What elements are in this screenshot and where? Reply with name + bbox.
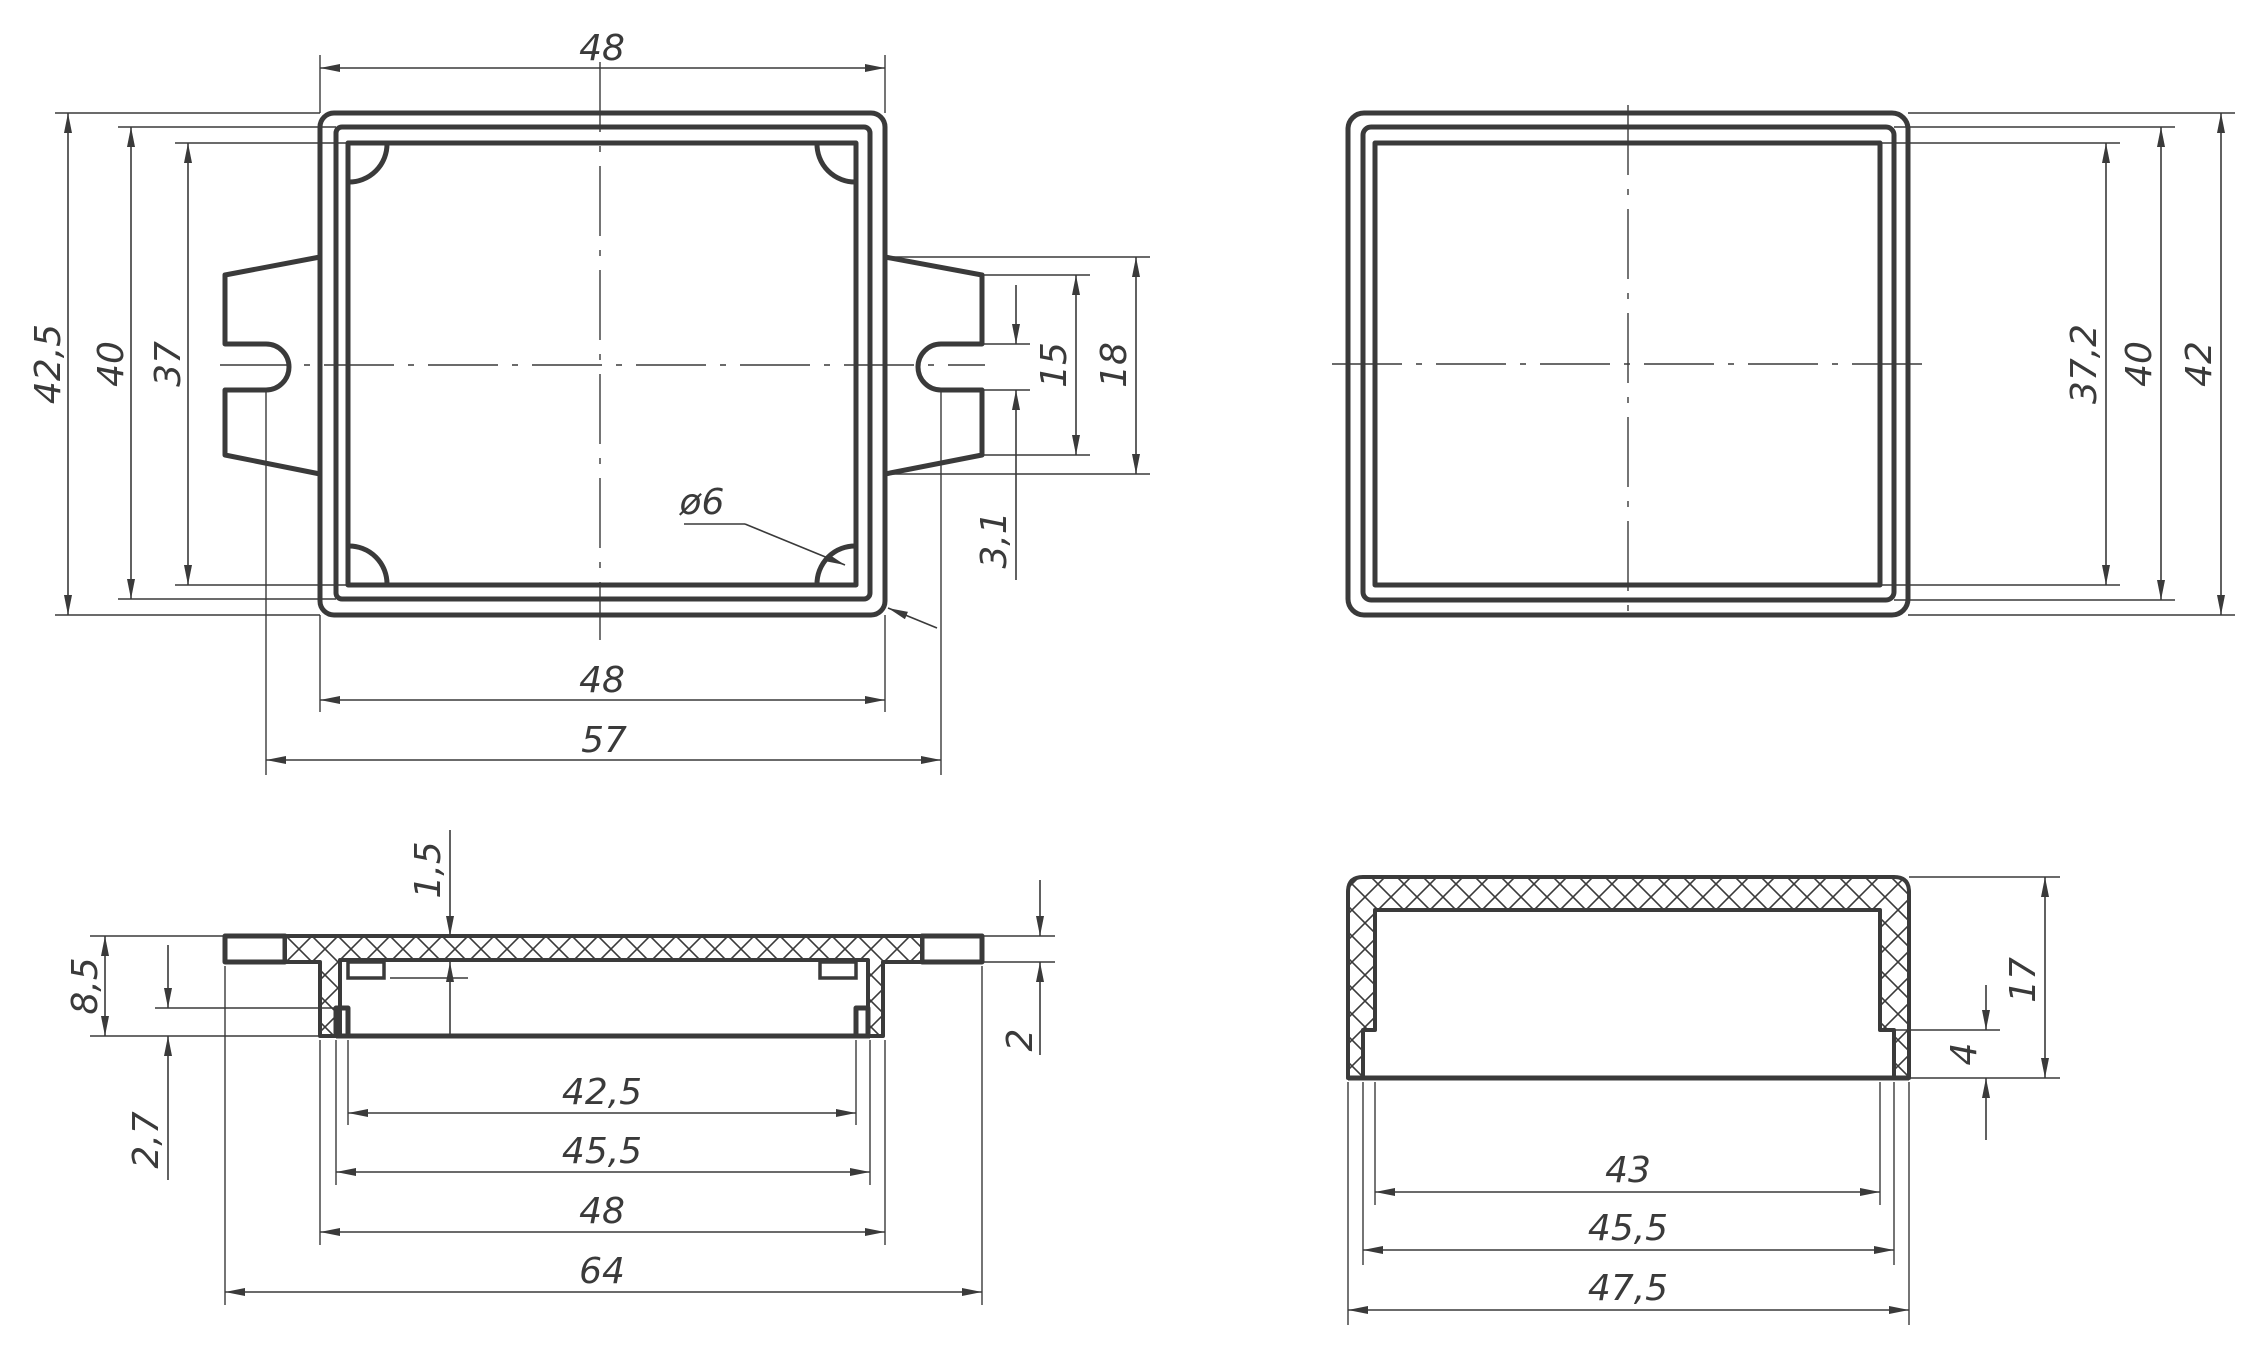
dim-lid-mid: 40 <box>2119 341 2160 387</box>
base-top-view: 48 48 57 42,5 40 37 15 18 <box>28 28 1150 775</box>
base-section-ledge-right <box>818 960 858 980</box>
corner-boss-tr <box>814 142 857 185</box>
dim-corner-hole: ø6 <box>679 482 725 523</box>
lid-section-hatch <box>1346 875 1911 1080</box>
leader-corner-hole-far <box>887 607 938 629</box>
dim-outer-width: 48 <box>579 1191 625 1232</box>
dim-mid-width: 45,5 <box>562 1131 642 1172</box>
dim-lid-inner-width: 43 <box>1605 1150 1651 1191</box>
dim-ear-slot: 15 <box>1034 342 1075 388</box>
dim-lid-inner: 37,2 <box>2064 324 2105 404</box>
dim-lid-lip: 4 <box>1944 1043 1985 1066</box>
dim-lid-height: 17 <box>2003 957 2044 1003</box>
base-section-ledge-left <box>346 960 386 980</box>
flange-left-end <box>222 933 288 965</box>
dim-base-flange-width: 64 <box>579 1251 625 1292</box>
dim-lid-mid-width: 45,5 <box>1588 1208 1668 1249</box>
dim-inner-width: 42,5 <box>562 1072 642 1113</box>
left-mounting-ear <box>222 254 321 477</box>
base-section-hatch <box>283 934 924 1038</box>
dim-height-inner: 37 <box>148 341 189 387</box>
dim-lid-outer-width: 47,5 <box>1588 1268 1668 1309</box>
dim-flange-thickness: 2 <box>1000 1029 1041 1052</box>
base-section-view: 1,5 8,5 2,7 2 42,5 45,5 48 64 <box>65 830 1055 1305</box>
base-section-inner-wall <box>333 1005 871 1036</box>
base-outer-outline <box>317 110 888 618</box>
dim-ledge: 2,7 <box>126 1111 167 1168</box>
dim-height-outer: 42,5 <box>28 324 69 404</box>
corner-boss-bl <box>347 543 390 586</box>
dim-total-height: 8,5 <box>65 957 106 1014</box>
leader-corner-hole <box>744 523 846 566</box>
dim-flange-width: 57 <box>581 720 627 761</box>
right-mounting-ear <box>884 254 985 477</box>
dim-width-top: 48 <box>579 28 625 69</box>
dim-wall-top: 1,5 <box>408 841 449 898</box>
dim-width-bottom: 48 <box>579 660 625 701</box>
corner-boss-tl <box>347 142 390 185</box>
base-mid-outline <box>333 124 873 602</box>
base-inner-outline <box>345 140 859 588</box>
lid-section-view: 17 4 43 45,5 47,5 <box>1346 875 2060 1325</box>
corner-boss-br <box>814 543 857 586</box>
dim-wall-offset: 3,1 <box>974 511 1015 568</box>
lid-top-view: 37,2 40 42 <box>1332 105 2235 625</box>
dim-lid-outer: 42 <box>2179 341 2220 387</box>
dim-height-mid: 40 <box>91 341 132 387</box>
flange-right-end <box>919 933 985 965</box>
dim-ear-height: 18 <box>1094 342 1135 388</box>
